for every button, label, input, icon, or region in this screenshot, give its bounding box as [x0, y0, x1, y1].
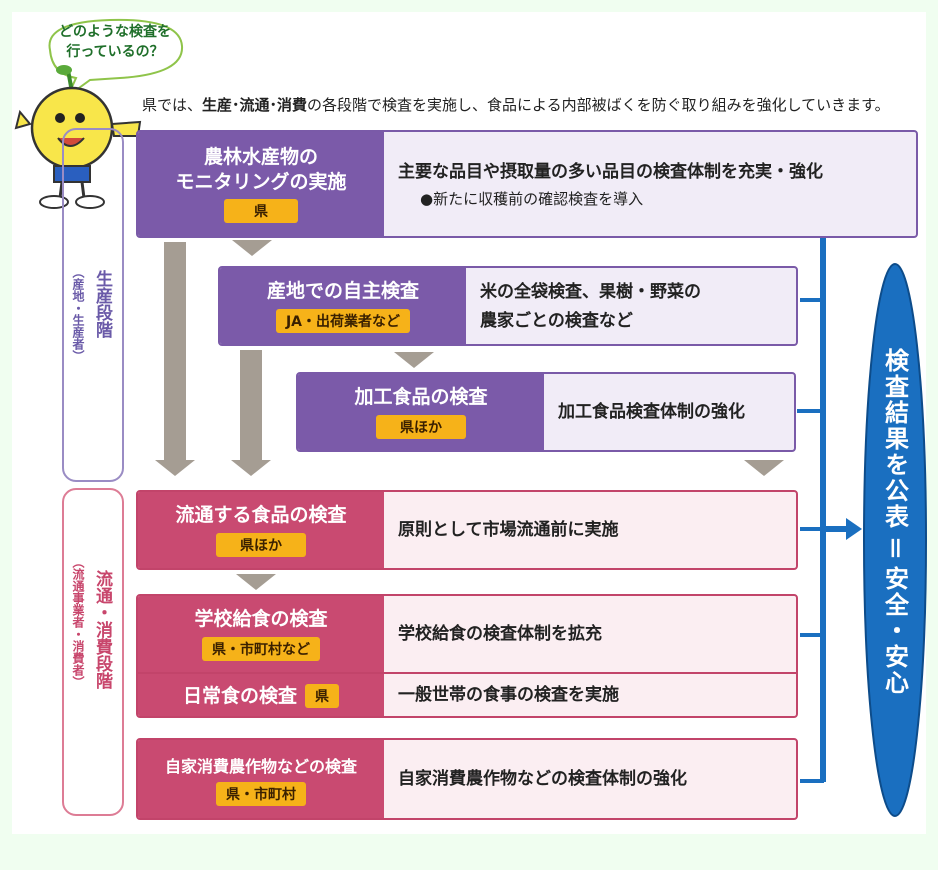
connector-to-result: [824, 526, 850, 532]
speech-line-1: どのような検査を: [59, 24, 171, 40]
intro-prefix: 県では、: [142, 96, 203, 114]
connector-homegrown: [800, 779, 824, 783]
distribution-stage-sublabel: （流通事業者・消費者）: [71, 556, 85, 688]
distributed-desc: 原則として市場流通前に実施: [398, 519, 619, 540]
monitoring-description: 主要な品目や摂取量の多い品目の検査体制を充実・強化 ●新たに収穫前の確認検査を導…: [384, 132, 916, 236]
distributed-title: 流通する食品の検査: [175, 504, 347, 527]
distributed-tag: 県ほか: [216, 532, 306, 557]
homegrown-desc: 自家消費農作物などの検査体制の強化: [398, 768, 687, 789]
connector-school: [800, 633, 824, 637]
production-stage-sublabel: （産地・生産者）: [71, 266, 85, 362]
arrow-down-icon: [231, 460, 271, 476]
processed-tag: 県ほか: [376, 414, 466, 439]
origin-desc-2: 農家ごとの検査など: [480, 310, 633, 331]
arrow-down-icon: [155, 460, 195, 476]
daily-tag: 県: [305, 684, 339, 708]
divider: [138, 672, 796, 674]
origin-desc-1: 米の全袋検査、果樹・野菜の: [480, 282, 701, 302]
origin-header: 産地での自主検査 JA・出荷業者など: [220, 268, 466, 344]
processed-box: 加工食品の検査 県ほか 加工食品検査体制の強化: [296, 372, 796, 452]
daily-header: 日常食の検査 県: [138, 674, 384, 716]
monitoring-tag: 県: [224, 199, 298, 224]
connector-processed: [797, 409, 824, 413]
distribution-stage-label: 流通・消費段階: [92, 570, 112, 689]
origin-title: 産地での自主検査: [266, 280, 419, 303]
speech-line-2: 行っているの？: [66, 44, 164, 61]
monitoring-title-1: 農林水産物の: [203, 145, 318, 168]
origin-tag: JA・出荷業者など: [275, 308, 411, 333]
homegrown-box: 自家消費農作物などの検査 県・市町村 自家消費農作物などの検査体制の強化: [136, 738, 798, 820]
result-text-2: 安全・安心: [880, 566, 909, 696]
distribution-stage-bracket: [62, 488, 124, 816]
result-connector-vertical: [820, 236, 826, 782]
connector-origin: [800, 298, 824, 302]
processed-header: 加工食品の検査 県ほか: [298, 374, 544, 450]
monitoring-desc-2: ●新たに収穫前の確認検査を導入: [420, 189, 644, 208]
daily-title: 日常食の検査: [182, 684, 297, 707]
school-daily-box: 学校給食の検査 県・市町村など 学校給食の検査体制を拡充 日常食の検査 県 一般…: [136, 594, 798, 718]
arrow-down-icon: [744, 460, 784, 476]
processed-desc: 加工食品検査体制の強化: [558, 401, 745, 422]
origin-box: 産地での自主検査 JA・出荷業者など 米の全袋検査、果樹・野菜の 農家ごとの検査…: [218, 266, 798, 346]
distributed-box: 流通する食品の検査 県ほか 原則として市場流通前に実施: [136, 490, 798, 570]
result-text-1: 検査結果を公表: [880, 348, 909, 530]
arrow-down-icon: [236, 574, 276, 590]
distributed-header: 流通する食品の検査 県ほか: [138, 492, 384, 568]
daily-desc: 一般世帯の食事の検査を実施: [398, 684, 619, 705]
arrow-down-icon: [232, 240, 272, 256]
intro-text: 県では、生産･流通･消費の各段階で検査を実施し、食品による内部被ばくを防ぐ取り組…: [142, 94, 890, 115]
arrow-down-icon: [394, 352, 434, 368]
flow-shaft-2: [240, 350, 262, 460]
flow-shaft-1: [164, 242, 186, 460]
result-equals: ＝: [880, 536, 909, 560]
arrow-right-icon: [846, 518, 862, 540]
monitoring-desc-1: 主要な品目や摂取量の多い品目の検査体制を充実・強化: [398, 162, 823, 182]
speech-bubble-text: どのような検査を 行っているの？: [50, 22, 180, 63]
result-ellipse: [863, 263, 927, 817]
processed-title: 加工食品の検査: [354, 386, 488, 409]
monitoring-header: 農林水産物の モニタリングの実施 県: [138, 132, 384, 236]
monitoring-box: 農林水産物の モニタリングの実施 県 主要な品目や摂取量の多い品目の検査体制を充…: [136, 130, 918, 238]
monitoring-title-2: モニタリングの実施: [175, 170, 347, 193]
origin-description: 米の全袋検査、果樹・野菜の 農家ごとの検査など: [466, 268, 796, 344]
intro-highlight: 生産･流通･消費: [202, 96, 308, 114]
homegrown-title: 自家消費農作物などの検査: [164, 756, 357, 776]
school-header: 学校給食の検査 県・市町村など: [138, 596, 384, 672]
school-desc: 学校給食の検査体制を拡充: [398, 623, 602, 644]
result-text: 検査結果を公表 ＝ 安全・安心: [862, 348, 928, 696]
school-title: 学校給食の検査: [194, 608, 328, 631]
homegrown-header: 自家消費農作物などの検査 県・市町村: [138, 740, 384, 818]
homegrown-tag: 県・市町村: [216, 781, 306, 806]
school-tag: 県・市町村など: [202, 636, 320, 661]
production-stage-bracket: [62, 128, 124, 482]
intro-suffix: の各段階で検査を実施し、食品による内部被ばくを防ぐ取り組みを強化していきます。: [307, 96, 890, 114]
connector-distributed: [800, 527, 824, 531]
production-stage-label: 生産段階: [92, 270, 112, 338]
